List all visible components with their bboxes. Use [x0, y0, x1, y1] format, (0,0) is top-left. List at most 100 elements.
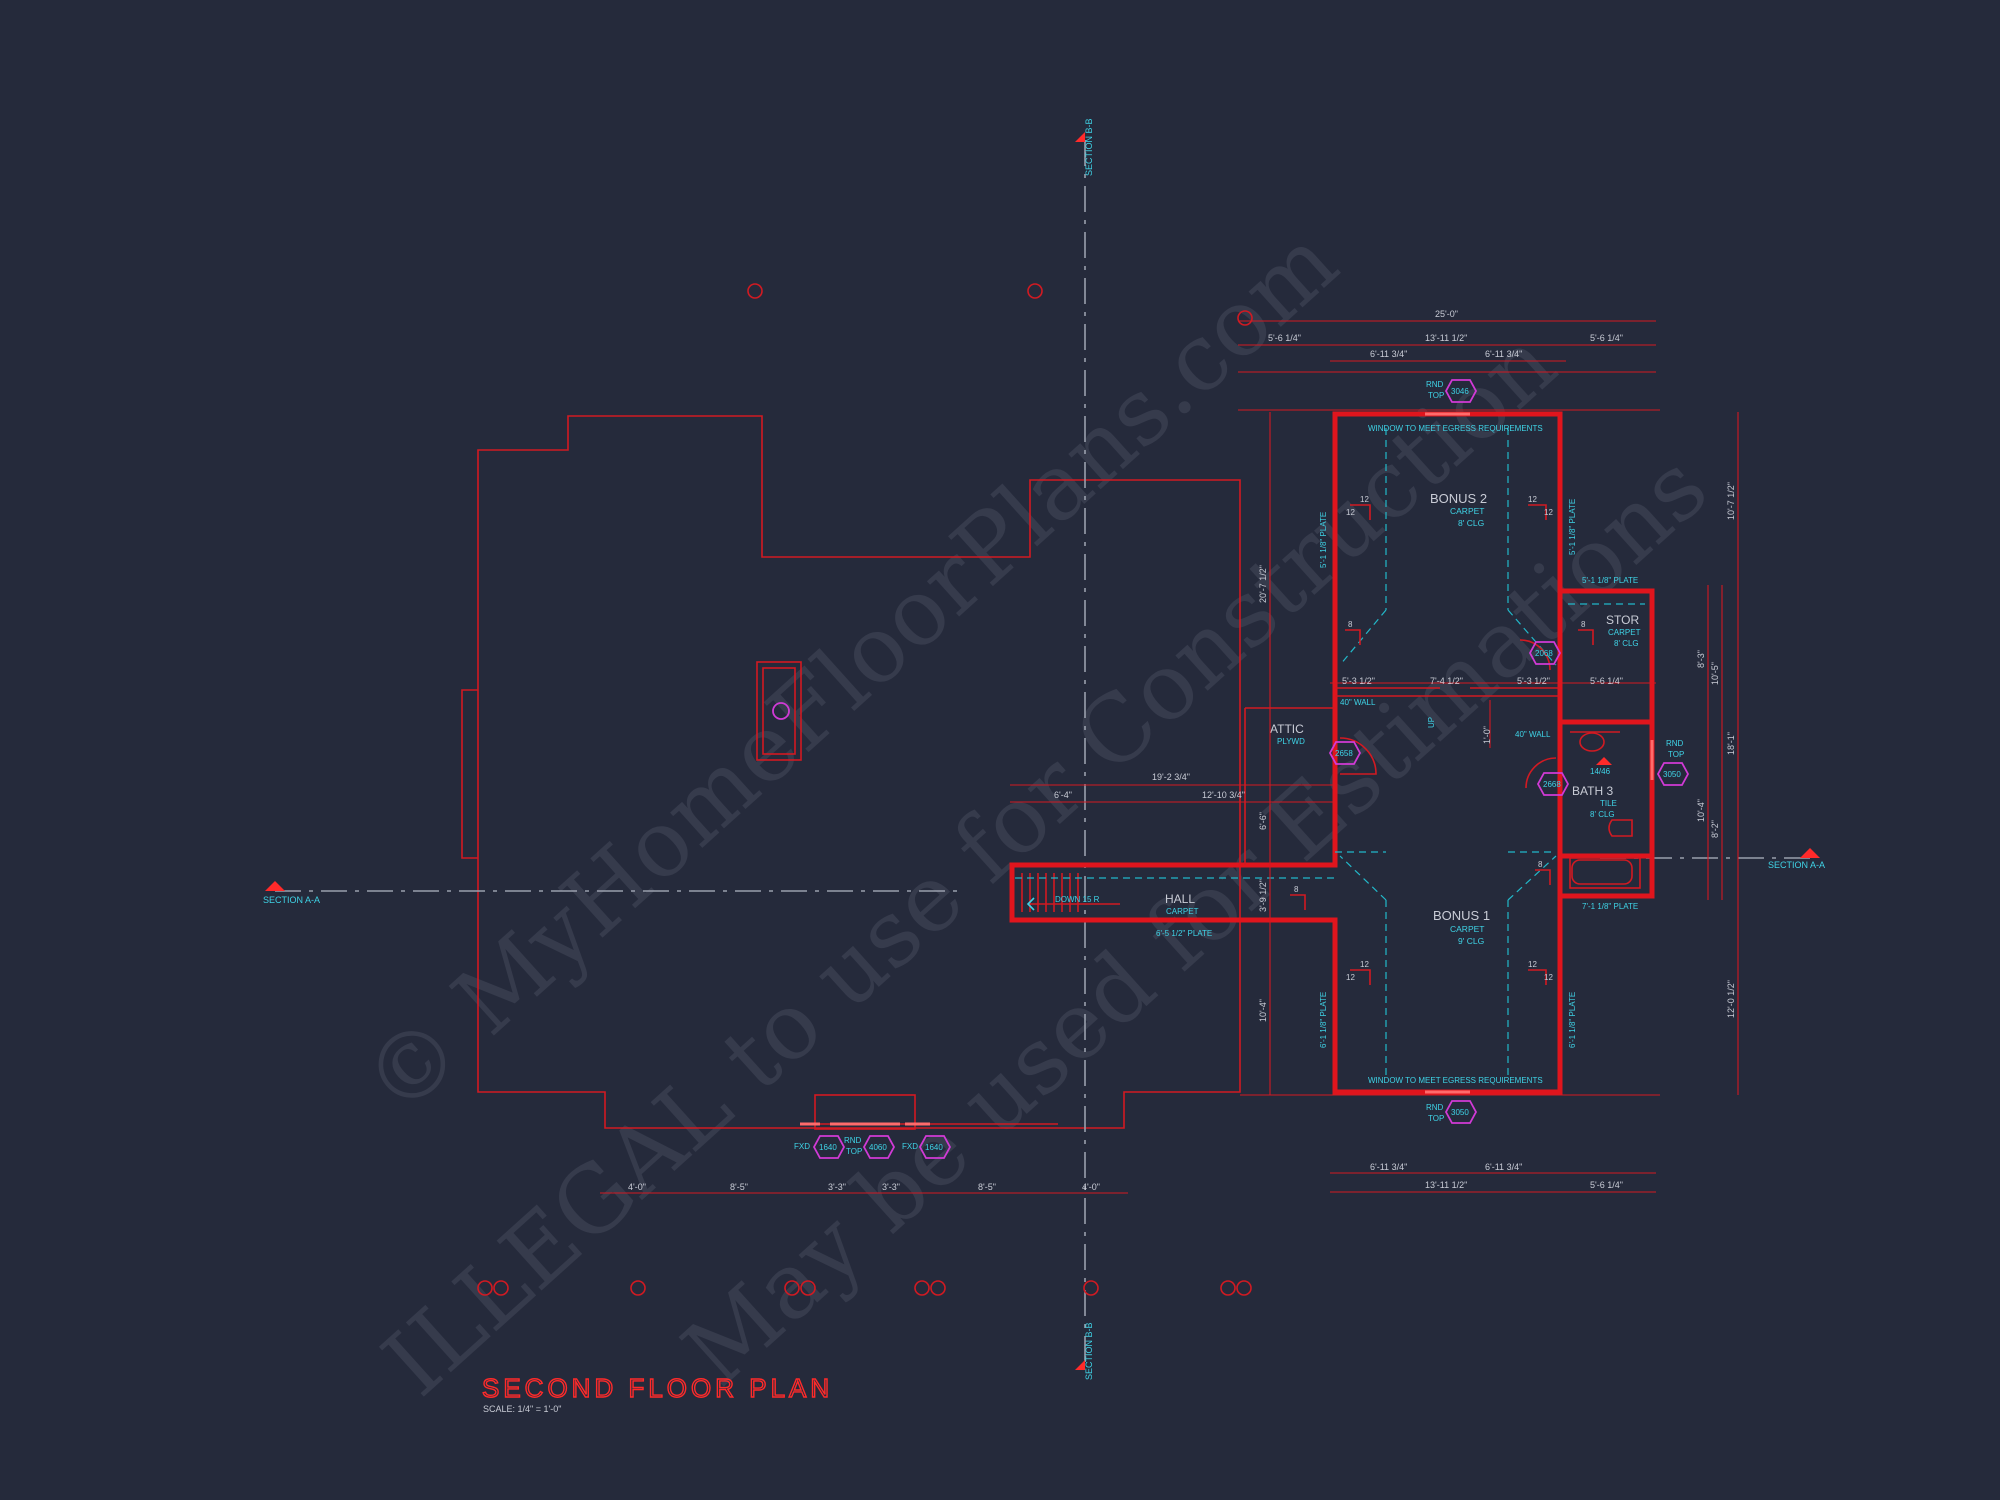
attic-floor: PLYWD — [1277, 737, 1305, 746]
dim-front-f: 4'-0" — [1082, 1182, 1100, 1192]
bath-section-marker — [1596, 757, 1612, 765]
pitch-rise-2: 12 — [1528, 495, 1537, 504]
attic-door-tag-text: 2658 — [1335, 749, 1353, 758]
dim-mid-d: 5'-6 1/4" — [1590, 676, 1623, 686]
dim-top-b1: 6'-11 3/4" — [1370, 349, 1407, 359]
pitch-rise-8: 8 — [1538, 860, 1543, 869]
section-a-left-marker — [265, 881, 285, 891]
stor-door-tag[interactable] — [1528, 641, 1562, 665]
dim-right-b: 18'-1" — [1726, 732, 1736, 755]
section-b-top-marker — [1075, 132, 1085, 142]
bath3-ceiling: 8' CLG — [1590, 810, 1615, 819]
front-window-tag-2-text: 4060 — [869, 1143, 887, 1152]
pitch-rise-4: 12 — [1528, 960, 1537, 969]
dim-mid-b: 7'-4 1/2" — [1430, 676, 1463, 686]
dim-front-d: 3'-3" — [882, 1182, 900, 1192]
attic-door-tag[interactable] — [1328, 741, 1362, 765]
front-bay-outline — [814, 1094, 916, 1130]
bottom-window-tag[interactable] — [1444, 1100, 1478, 1124]
dim-front-e: 8'-5" — [978, 1182, 996, 1192]
dim-right-a: 10'-7 1/2" — [1726, 482, 1736, 520]
front-window-tag-3[interactable] — [918, 1135, 952, 1159]
bath3-floor: TILE — [1600, 799, 1617, 808]
attic-name: ATTIC — [1270, 722, 1304, 736]
bonus1-name: BONUS 1 — [1433, 908, 1490, 923]
chimney-flue-icon — [772, 702, 790, 720]
dim-top-a: 5'-6 1/4" — [1268, 333, 1301, 343]
right-window-tag[interactable] — [1656, 762, 1690, 786]
stor-door-tag-text: 2068 — [1535, 649, 1553, 658]
stair-up-note: UP — [1427, 717, 1436, 728]
hall-floor: CARPET — [1166, 907, 1199, 916]
right-window-tag-text: 3050 — [1663, 770, 1681, 779]
bath-door-tag-text: 2668 — [1543, 780, 1561, 789]
watermark-line-2: ILLEGAL to use for Construction — [363, 309, 1576, 1416]
front-window-tag-3-text: 1640 — [925, 1143, 943, 1152]
pitch-run-2: 12 — [1544, 508, 1553, 517]
dim-mid-c: 5'-3 1/2" — [1517, 676, 1550, 686]
bath-door-tag[interactable] — [1536, 772, 1570, 796]
section-a-right-label: SECTION A-A — [1768, 860, 1825, 870]
dim-left-d: 10'-4" — [1258, 999, 1268, 1022]
dim-right-g: 12'-0 1/2" — [1726, 980, 1736, 1018]
stor-floor: CARPET — [1608, 628, 1641, 637]
watermark: © MyHomeFloorPlans.com ILLEGAL to use fo… — [343, 208, 1727, 1416]
bonus2-name: BONUS 2 — [1430, 491, 1487, 506]
wall-40-right: 40" WALL — [1515, 730, 1551, 739]
dim-bot-a: 6'-11 3/4" — [1370, 1162, 1407, 1172]
chimney-outline — [756, 661, 802, 761]
dim-small-v: 1'-0" — [1482, 726, 1492, 744]
bonus2-floor: CARPET — [1450, 506, 1484, 516]
bonus2-ceiling: 8' CLG — [1458, 518, 1484, 528]
dim-left-b: 6'-6" — [1258, 812, 1268, 830]
top-window-top: TOP — [1428, 391, 1444, 400]
plate-stor: 5'-1 1/8" PLATE — [1582, 576, 1638, 585]
dim-top-overall: 25'-0" — [1435, 309, 1458, 319]
dim-bot-c: 13'-11 1/2" — [1425, 1180, 1467, 1190]
front-window-tag-1[interactable] — [812, 1135, 846, 1159]
toilet-icon — [1579, 732, 1605, 752]
dim-front-b: 8'-5" — [730, 1182, 748, 1192]
section-a-right-marker — [1800, 848, 1820, 858]
front-window-tag-1-text: 1640 — [819, 1143, 837, 1152]
roof-pitch-symbols: 12 12 12 12 12 12 12 12 8 8 8 8 — [1290, 495, 1594, 985]
front-rnd: RND — [844, 1136, 862, 1145]
grid-bubbles — [477, 283, 1253, 1296]
attic-door-swing — [1339, 737, 1377, 775]
dim-mid-a: 5'-3 1/2" — [1342, 676, 1375, 686]
dim-right-d: 8'-3" — [1696, 650, 1706, 668]
bonus1-ceiling: 9' CLG — [1458, 936, 1484, 946]
drawing-scale: SCALE: 1/4" = 1'-0" — [483, 1404, 561, 1414]
pitch-rise-6: 8 — [1581, 620, 1586, 629]
plate-bonus2-right: 5'-1 1/8" PLATE — [1568, 499, 1577, 555]
section-b-bottom-label: SECTION B-B — [1084, 1322, 1094, 1380]
stair-arrow-icon — [1026, 897, 1035, 911]
stor-name: STOR — [1606, 613, 1639, 627]
pitch-run-4: 12 — [1544, 973, 1553, 982]
front-fxd-1: FXD — [794, 1142, 810, 1151]
window-marks — [800, 412, 1654, 1126]
shower-note: 14/46 — [1590, 767, 1611, 776]
chimney-inner — [762, 667, 796, 755]
pitch-rise-3: 12 — [1360, 960, 1369, 969]
top-window-tag[interactable] — [1444, 379, 1478, 403]
dim-top-b: 13'-11 1/2" — [1425, 333, 1467, 343]
section-b-bottom-marker — [1075, 1360, 1085, 1370]
sink-icon — [1608, 819, 1633, 837]
bottom-window-top: TOP — [1428, 1114, 1444, 1123]
dim-front-c: 3'-3" — [828, 1182, 846, 1192]
dim-front-a: 4'-0" — [628, 1182, 646, 1192]
stair-down-note: DOWN 15 R — [1055, 895, 1100, 904]
dim-bot-d: 5'-6 1/4" — [1590, 1180, 1623, 1190]
lower-roof-outline — [461, 415, 1241, 1129]
egress-note-bottom: WINDOW TO MEET EGRESS REQUIREMENTS — [1368, 1076, 1543, 1085]
dim-bot-b: 6'-11 3/4" — [1485, 1162, 1522, 1172]
stor-ceiling: 8' CLG — [1614, 639, 1639, 648]
front-window-tag-2[interactable] — [862, 1135, 896, 1159]
right-window-rnd: RND — [1666, 739, 1684, 748]
pitch-run-1: 12 — [1346, 508, 1355, 517]
dimension-lines — [600, 320, 1739, 1194]
bottom-window-rnd: RND — [1426, 1103, 1444, 1112]
dim-top-c: 5'-6 1/4" — [1590, 333, 1623, 343]
